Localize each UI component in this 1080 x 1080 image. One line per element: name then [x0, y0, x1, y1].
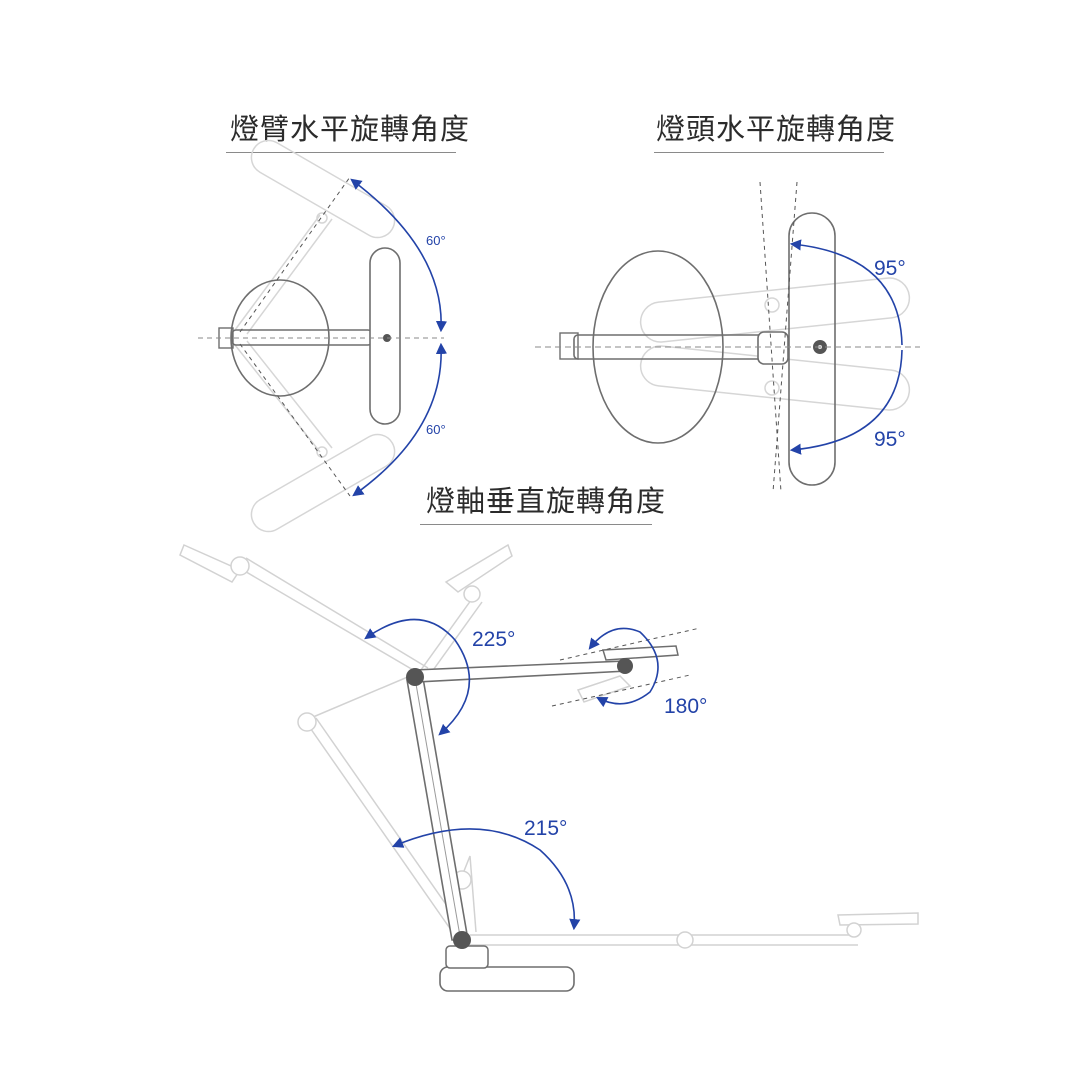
rotation-arc-180 [588, 627, 659, 708]
title-underline [420, 524, 652, 525]
rotation-arc-215 [391, 828, 581, 931]
ghost-head-upper [639, 277, 911, 343]
clamp-block [559, 332, 579, 360]
head-horizontal-rotation-title: 燈頭水平旋轉角度 [656, 112, 897, 146]
ghost-arm-horizontal [452, 855, 919, 949]
rotation-arc-225 [364, 618, 471, 736]
rotation-arc-upper [789, 239, 903, 346]
lamp-arm-upper [413, 660, 628, 683]
lamp-head [602, 645, 679, 661]
lamp-head-bar [788, 212, 836, 486]
axis-vertical-rotation-title: 燈軸垂直旋轉角度 [426, 484, 667, 518]
angle-label-upper: 60° [426, 233, 446, 248]
joint-base [453, 931, 471, 949]
head-horizontal-rotation-diagram: 95° 95° [535, 181, 920, 493]
title-underline [226, 152, 456, 153]
arm-horizontal-rotation-diagram: 60° 60° [198, 139, 448, 533]
angle-label-225: 225° [472, 628, 515, 651]
angle-guide-upper [239, 176, 351, 333]
lamp-base-top-view [592, 250, 724, 444]
base-riser [445, 945, 489, 969]
title-underline [654, 152, 884, 153]
rotation-arc-lower [789, 349, 903, 455]
joint-elbow [406, 668, 424, 686]
axis-vertical-rotation-diagram: 225° 180° 215° [179, 543, 919, 992]
angle-label-215: 215° [524, 817, 567, 840]
rotation-arc-upper [350, 178, 448, 333]
arm-joint [757, 331, 789, 365]
angle-label-180: 180° [664, 695, 707, 718]
rotation-arc-lower [352, 342, 448, 497]
lamp-base [439, 966, 575, 992]
angle-guide-right [772, 181, 798, 493]
joint-head [617, 658, 633, 674]
angle-label-lower: 60° [426, 422, 446, 437]
angle-label-upper: 95° [874, 257, 906, 280]
angle-label-lower: 95° [874, 428, 906, 451]
